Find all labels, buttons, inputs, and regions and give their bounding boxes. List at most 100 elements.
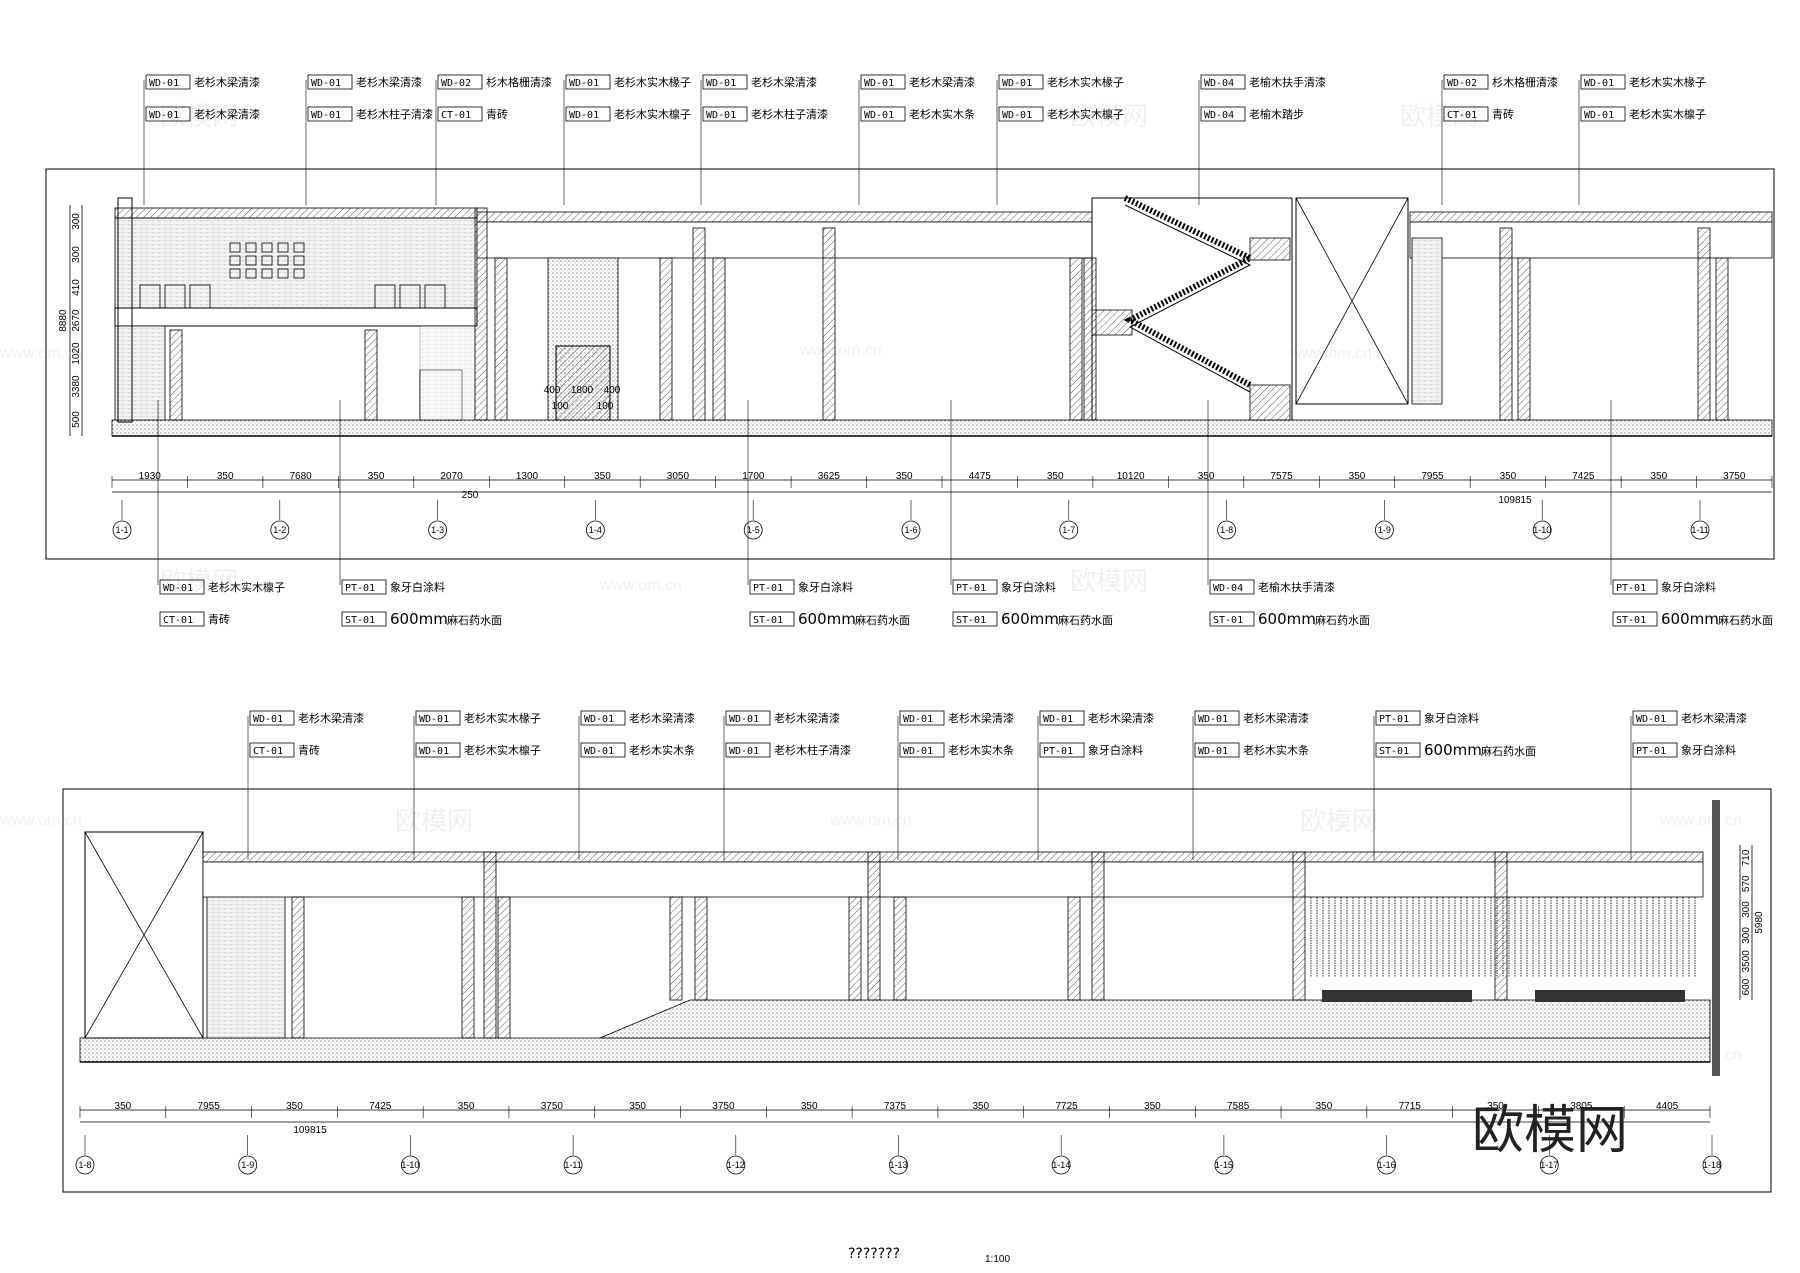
vertical-dimension: 570 <box>1741 875 1752 892</box>
column <box>669 896 683 1001</box>
material-desc: 麻石药水面 <box>447 613 502 627</box>
material-code: WD-01 <box>864 110 894 121</box>
material-code: ST-01 <box>753 615 783 626</box>
vertical-dimension: 3500 <box>1741 950 1752 973</box>
material-desc: 老杉木实木檩子 <box>464 743 541 757</box>
dimension-value: 350 <box>458 1101 475 1112</box>
door-dimension: 100 <box>552 401 569 412</box>
material-code: WD-04 <box>1204 110 1234 121</box>
axis-bubble <box>400 1155 420 1175</box>
material-desc: 象牙白涂料 <box>1661 580 1716 594</box>
column <box>364 329 378 421</box>
vertical-dimension: 300 <box>71 213 82 230</box>
dimension-value: 350 <box>217 471 234 482</box>
material-desc: 老杉木实木椽子 <box>614 75 691 89</box>
axis-bubble <box>238 1155 258 1175</box>
vertical-total: 8880 <box>58 309 69 332</box>
axis-label: 1-10 <box>401 1160 419 1170</box>
watermark-url: www.om.cn <box>0 812 82 829</box>
column <box>1067 896 1081 1001</box>
material-desc: 象牙白涂料 <box>1424 711 1479 725</box>
column <box>474 207 488 421</box>
material-code: WD-01 <box>584 714 614 725</box>
material-desc: 象牙白涂料 <box>1088 743 1143 757</box>
drawing-scale: 1:100 <box>985 1254 1010 1265</box>
window-pane <box>245 242 257 253</box>
column <box>1499 227 1513 421</box>
column <box>1715 257 1729 421</box>
axis-bubble <box>1214 1155 1234 1175</box>
axis-label: 1-13 <box>889 1160 907 1170</box>
top-columns <box>169 207 1729 421</box>
door-dimension: 400 <box>544 385 561 396</box>
dimension-value: 350 <box>1349 471 1366 482</box>
material-desc: 老杉木梁清漆 <box>194 107 260 121</box>
dimension-value: 3750 <box>1723 471 1746 482</box>
material-code: PT-01 <box>956 583 986 594</box>
dimension-value: 7955 <box>198 1101 221 1112</box>
axis-label: 1-7 <box>1062 525 1075 535</box>
material-desc: 老杉木梁清漆 <box>1243 711 1309 725</box>
dimension-value: 3805 <box>1570 1101 1593 1112</box>
material-desc: 老杉木实木椽子 <box>1047 75 1124 89</box>
bench-chair <box>164 284 186 309</box>
material-code: WD-01 <box>1002 110 1032 121</box>
column <box>1292 851 1306 1001</box>
window-pane <box>261 255 273 266</box>
vertical-dimension: 300 <box>1741 927 1752 944</box>
dimension-value: 350 <box>1198 471 1215 482</box>
axis-bubble <box>1051 1155 1071 1175</box>
material-code: PT-01 <box>1379 714 1409 725</box>
axis-bubble <box>726 1155 746 1175</box>
material-desc: 老榆木扶手清漆 <box>1258 580 1335 594</box>
dimension-value: 7715 <box>1399 1101 1422 1112</box>
axis-label: 1-9 <box>1378 525 1391 535</box>
material-code: WD-01 <box>1198 746 1228 757</box>
vertical-total: 5980 <box>1754 911 1765 934</box>
dimension-value: 3050 <box>667 471 690 482</box>
top-roof-1 <box>476 211 1093 223</box>
material-code: WD-01 <box>569 110 599 121</box>
axis-bubble <box>586 520 605 540</box>
window-pane <box>245 255 257 266</box>
material-desc: 老杉木实木条 <box>909 107 975 121</box>
axis-label: 1-5 <box>747 525 760 535</box>
column <box>291 896 305 1039</box>
material-desc: 象牙白涂料 <box>798 580 853 594</box>
material-desc: 麻石药水面 <box>1481 744 1536 758</box>
bottom-frame <box>62 788 1772 1193</box>
column <box>712 257 726 421</box>
planter-2 <box>1535 990 1685 1002</box>
vertical-dimension: 300 <box>71 246 82 263</box>
material-code: WD-01 <box>419 714 449 725</box>
column <box>497 896 511 1039</box>
watermark-cn: 欧模网 <box>1070 567 1148 597</box>
material-desc: 老杉木梁清漆 <box>1088 711 1154 725</box>
material-code: ST-01 <box>956 615 986 626</box>
vertical-dimension: 2670 <box>71 309 82 332</box>
dimension-value: 7725 <box>1055 1101 1078 1112</box>
material-spec: 600mm <box>1424 741 1482 759</box>
material-desc: 老杉木梁清漆 <box>751 75 817 89</box>
column <box>867 851 881 1001</box>
vertical-dimension: 600 <box>1741 978 1752 995</box>
axis-label: 1-18 <box>1703 1160 1721 1170</box>
axis-label: 1-2 <box>273 525 286 535</box>
material-desc: 老杉木实木条 <box>948 743 1014 757</box>
axis-bubble <box>112 520 132 540</box>
top-floor <box>111 419 1773 437</box>
material-desc: 老杉木实木檩子 <box>614 107 691 121</box>
